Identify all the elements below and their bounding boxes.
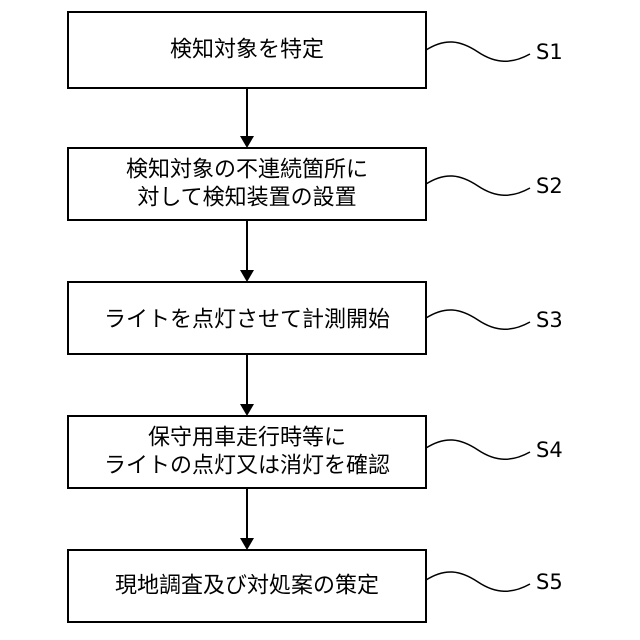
step-s3-leader	[426, 310, 530, 329]
step-s4-text-line1: 保守用車走行時等に	[148, 426, 346, 451]
step-s2-leader	[426, 176, 530, 195]
step-s2-text-line1: 検知対象の不連続箇所に	[126, 158, 368, 183]
step-s4-label: S4	[536, 438, 563, 462]
step-s2-label: S2	[536, 174, 563, 198]
step-s4-text-line2: ライトの点灯又は消灯を確認	[104, 454, 390, 479]
step-s1-label: S1	[536, 40, 563, 64]
step-s2-text-line2: 対して検知装置の設置	[137, 186, 356, 211]
step-s5: 現地調査及び対処案の策定 S5	[68, 550, 563, 622]
step-s3-text: ライトを点灯させて計測開始	[104, 308, 390, 333]
arrow-s3-s4	[240, 354, 254, 416]
arrow-s4-s5	[240, 488, 254, 550]
step-s1-text: 検知対象を特定	[170, 38, 324, 63]
step-s4-leader	[426, 440, 530, 459]
step-s2: 検知対象の不連続箇所に 対して検知装置の設置 S2	[68, 148, 563, 220]
step-s3-label: S3	[536, 308, 563, 332]
step-s5-leader	[426, 572, 530, 591]
step-s1: 検知対象を特定 S1	[68, 12, 563, 88]
arrow-s1-s2	[240, 88, 254, 148]
step-s3: ライトを点灯させて計測開始 S3	[68, 282, 563, 354]
step-s5-text: 現地調査及び対処案の策定	[115, 574, 379, 599]
arrow-s2-s3	[240, 220, 254, 282]
step-s5-label: S5	[536, 570, 563, 594]
step-s4: 保守用車走行時等に ライトの点灯又は消灯を確認 S4	[68, 416, 563, 488]
step-s1-leader	[426, 42, 530, 61]
